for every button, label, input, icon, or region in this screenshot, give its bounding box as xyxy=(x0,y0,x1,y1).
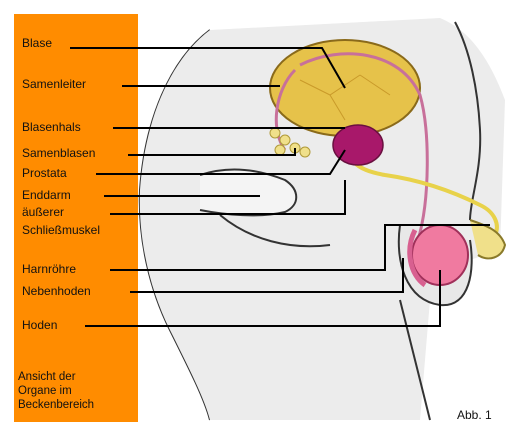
label-samenleiter: Samenleiter xyxy=(22,77,86,91)
label-samenblasen: Samenblasen xyxy=(22,146,95,160)
label-schliessmuskel-1: äußerer xyxy=(22,205,64,219)
caption-line-2: Organe im xyxy=(18,384,136,398)
label-blasenhals: Blasenhals xyxy=(22,120,81,134)
label-blase: Blase xyxy=(22,36,52,50)
panel-caption: Ansicht der Organe im Beckenbereich xyxy=(18,370,136,412)
label-enddarm: Enddarm xyxy=(22,188,71,202)
label-hoden: Hoden xyxy=(22,318,57,332)
label-prostata: Prostata xyxy=(22,166,67,180)
caption-line-3: Beckenbereich xyxy=(18,398,136,412)
caption-line-1: Ansicht der xyxy=(18,370,136,384)
label-harnroehre: Harnröhre xyxy=(22,262,76,276)
label-nebenhoden: Nebenhoden xyxy=(22,284,91,298)
figure-reference: Abb. 1 xyxy=(457,408,492,422)
label-schliessmuskel-2: Schließmuskel xyxy=(22,223,100,237)
